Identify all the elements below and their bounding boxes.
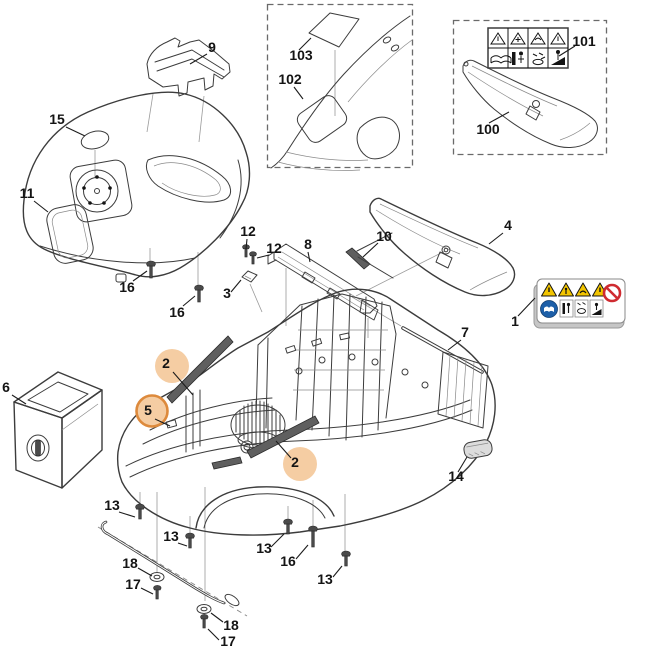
- part-6-insert-box: [13, 371, 103, 489]
- callout-101[interactable]: 101: [572, 33, 596, 49]
- callout-10[interactable]: 10: [376, 228, 392, 244]
- callout-13-a[interactable]: 13: [104, 497, 120, 513]
- pictogram-blade-stop-icon: [532, 52, 546, 66]
- part-11-motor-hood: [22, 91, 251, 283]
- callout-18-b[interactable]: 18: [223, 617, 239, 633]
- pictogram-remove-plug-icon: [559, 299, 574, 318]
- callout-13-d[interactable]: 13: [317, 571, 333, 587]
- pictogram-remove-plug-icon: [512, 51, 524, 65]
- part-103-sticker: [308, 12, 360, 48]
- part-2-rail-left: [166, 335, 234, 404]
- callout-1[interactable]: 1: [511, 313, 519, 329]
- pictogram-read-manual-icon: [490, 55, 512, 64]
- part-2-rail-center: [246, 415, 320, 459]
- inset-box-right: [452, 19, 608, 156]
- callout-13-b[interactable]: 13: [163, 528, 179, 544]
- callout-16-c[interactable]: 16: [280, 553, 296, 569]
- callout-17-a[interactable]: 17: [125, 576, 141, 592]
- callout-leader-lines: [11, 37, 576, 641]
- part-16-screw-b: [194, 284, 204, 303]
- warning-triangle-bystanders-icon: [558, 282, 574, 297]
- highlight-markers: [135, 349, 317, 481]
- highlight-circle-5[interactable]: [135, 394, 169, 428]
- callout-12-a[interactable]: 12: [240, 223, 256, 239]
- callout-15[interactable]: 15: [49, 111, 65, 127]
- callout-9[interactable]: 9: [208, 39, 216, 55]
- part-8-support-rail: [267, 243, 379, 321]
- warning-triangle-exclamation-icon: [541, 282, 557, 297]
- part-13-screw-b: [185, 532, 195, 549]
- highlight-circle-2-top[interactable]: [155, 349, 189, 383]
- pictogram-slope-icon: [551, 50, 565, 65]
- pictogram-slope-icon: [589, 299, 604, 318]
- callout-7[interactable]: 7: [461, 324, 469, 340]
- part-18-washer-b: [196, 604, 212, 614]
- part-16-screw-a: [146, 260, 156, 279]
- part-13-screw-c: [283, 518, 293, 535]
- prohibition-circle-icon: [602, 283, 622, 303]
- highlight-circle-2-bottom[interactable]: [283, 447, 317, 481]
- part-5-clip: [165, 419, 178, 429]
- part-12-screw-b: [249, 251, 257, 265]
- callout-102[interactable]: 102: [278, 71, 302, 87]
- safety-label-101: [487, 27, 569, 69]
- part-13-screw-a: [135, 503, 145, 520]
- safety-label-1: [533, 278, 626, 329]
- callout-12-b[interactable]: 12: [266, 240, 282, 256]
- part-102-housing-detail: [270, 15, 413, 171]
- callout-18-a[interactable]: 18: [122, 555, 138, 571]
- callout-13-c[interactable]: 13: [256, 540, 272, 556]
- callout-103[interactable]: 103: [289, 47, 313, 63]
- warning-triangle-blade-icon: [530, 32, 546, 45]
- part-15-oval-cap: [80, 130, 110, 150]
- warning-triangle-blade-icon: [575, 282, 591, 297]
- callout-5[interactable]: 5: [144, 402, 152, 418]
- part-7-rod: [401, 326, 484, 374]
- callout-16-b[interactable]: 16: [169, 304, 185, 320]
- part-deck-housing: [116, 288, 496, 536]
- callout-14[interactable]: 14: [448, 468, 464, 484]
- part-17-screw-b: [200, 614, 209, 629]
- warning-triangle-bystanders-icon: [510, 32, 526, 45]
- part-9-top-cover: [146, 37, 231, 97]
- callout-16-a[interactable]: 16: [119, 279, 135, 295]
- callout-100[interactable]: 100: [476, 121, 500, 137]
- warning-triangle-projectiles-icon: [550, 32, 566, 45]
- part-16-screw-c: [308, 525, 318, 548]
- callout-3[interactable]: 3: [223, 285, 231, 301]
- callout-2-top[interactable]: 2: [162, 355, 170, 371]
- part-4-deflector: [369, 197, 516, 297]
- inset-box-left: [266, 3, 414, 171]
- part-13-screw-d: [341, 550, 351, 567]
- part-14-bushing: [463, 439, 493, 459]
- part-100-deflector: [462, 59, 598, 148]
- pictogram-blade-stop-icon: [574, 299, 589, 318]
- callout-6[interactable]: 6: [2, 379, 10, 395]
- callout-4[interactable]: 4: [504, 217, 512, 233]
- part-18-washer-a: [149, 572, 165, 582]
- callout-8[interactable]: 8: [304, 236, 312, 252]
- part-3-clip: [241, 270, 258, 283]
- mandatory-read-manual-icon: [540, 300, 558, 318]
- part-17-screw-a: [153, 585, 162, 600]
- part-axle-rod: [100, 520, 240, 607]
- callout-11[interactable]: 11: [20, 185, 35, 201]
- warning-triangle-exclamation-icon: [490, 32, 506, 45]
- callout-numbers: 9 15 11 103 102 101 100 12 12 3 8 10 4 1…: [2, 33, 596, 649]
- callout-17-b[interactable]: 17: [220, 633, 236, 649]
- callout-2-bottom[interactable]: 2: [291, 454, 299, 470]
